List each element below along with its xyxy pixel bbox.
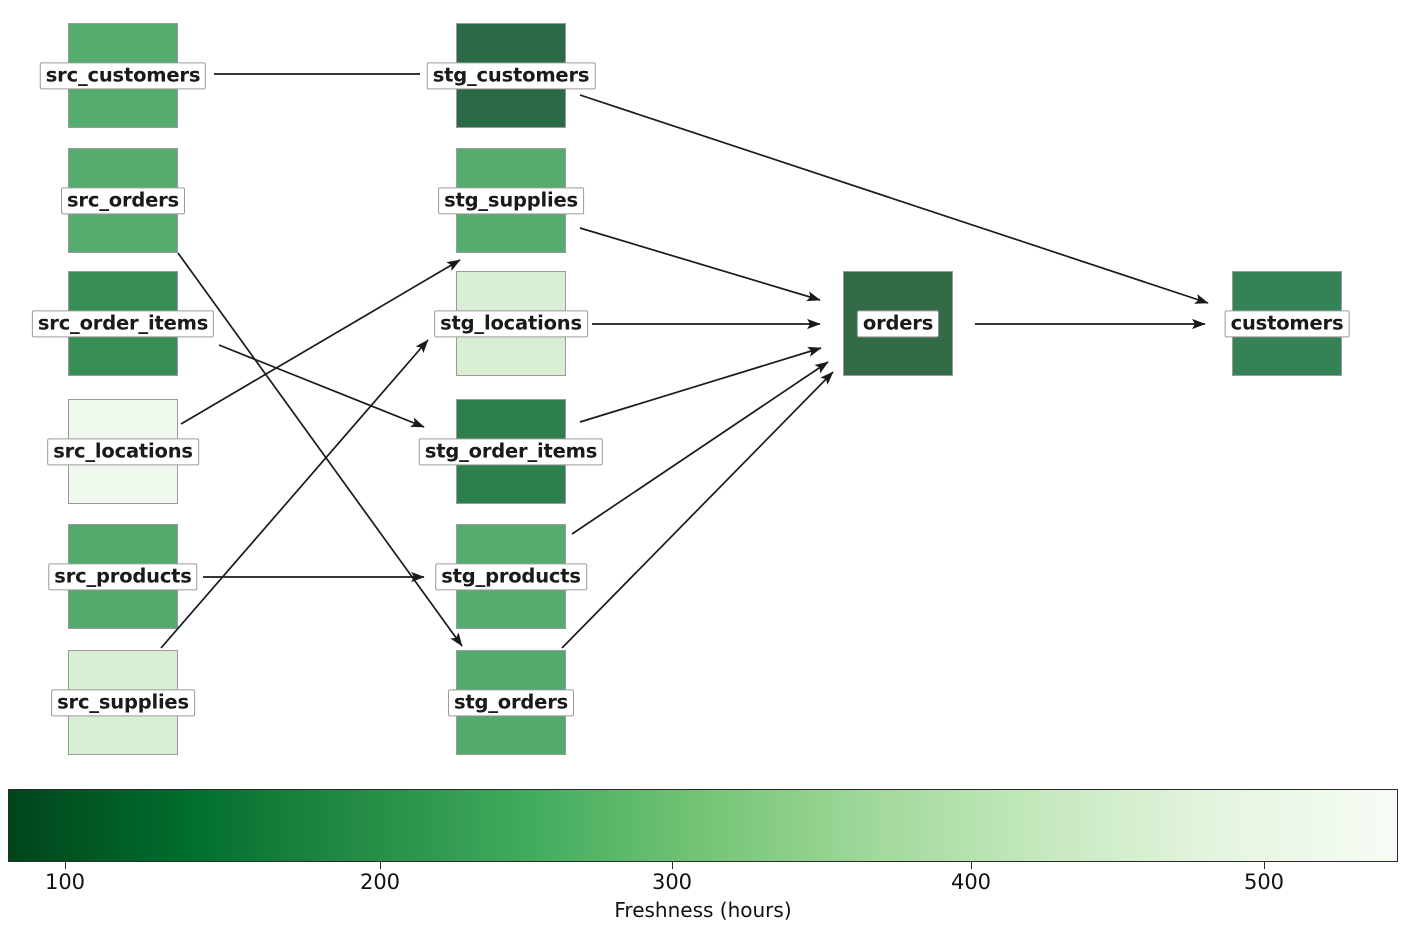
colorbar-ticklabel-400: 400 — [950, 870, 992, 894]
colorbar-title: Freshness (hours) — [614, 898, 792, 922]
node-label-orders[interactable]: orders — [856, 309, 940, 338]
node-label-stg_locations[interactable]: stg_locations — [434, 309, 588, 338]
edge-stg_supplies-to-orders — [579, 227, 821, 302]
node-label-stg_supplies[interactable]: stg_supplies — [438, 186, 584, 215]
colorbar-ticklabel-100: 100 — [44, 870, 86, 894]
edge-src_order_items-to-stg_order_items — [218, 344, 425, 428]
colorbar-ticklabel-500: 500 — [1243, 870, 1285, 894]
colorbar-ticklabel-200: 200 — [359, 870, 401, 894]
edge-src_locations-to-stg_locations — [180, 259, 461, 425]
node-label-src_order_items[interactable]: src_order_items — [31, 309, 215, 338]
edge-paths — [160, 73, 1209, 649]
node-label-src_orders[interactable]: src_orders — [61, 186, 185, 215]
edge-stg_order_items-to-orders — [579, 346, 822, 423]
node-label-stg_orders[interactable]: stg_orders — [447, 688, 575, 717]
edge-src_supplies-to-stg_supplies — [160, 339, 429, 649]
node-label-customers[interactable]: customers — [1224, 309, 1350, 338]
colorbar-tick-200 — [380, 862, 382, 869]
edge-stg_products-to-orders — [571, 361, 829, 535]
colorbar — [8, 789, 1398, 862]
node-label-src_customers[interactable]: src_customers — [39, 61, 207, 90]
colorbar-tick-100 — [65, 862, 67, 869]
node-label-stg_products[interactable]: stg_products — [435, 562, 587, 591]
colorbar-tick-500 — [1264, 862, 1266, 869]
colorbar-tick-300 — [672, 862, 674, 869]
colorbar-ticklabel-300: 300 — [651, 870, 693, 894]
colorbar-tick-400 — [971, 862, 973, 869]
node-label-src_locations[interactable]: src_locations — [47, 437, 199, 466]
node-label-src_products[interactable]: src_products — [48, 562, 198, 591]
edge-stg_orders-to-orders — [561, 371, 834, 649]
node-label-stg_order_items[interactable]: stg_order_items — [418, 437, 604, 466]
node-label-src_supplies[interactable]: src_supplies — [51, 688, 195, 717]
colorbar-gradient — [9, 790, 1397, 861]
node-label-stg_customers[interactable]: stg_customers — [426, 61, 596, 90]
